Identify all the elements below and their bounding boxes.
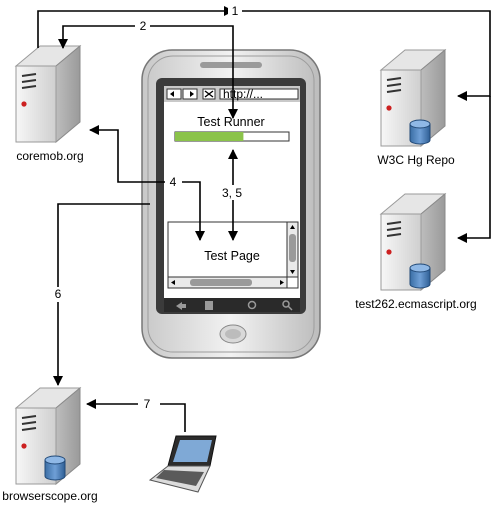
database-icon	[44, 455, 66, 481]
step-1-label: 1	[232, 4, 239, 18]
arrow-1-to-w3c	[233, 10, 491, 101]
arrow-1-to-coremob	[37, 6, 234, 48]
test-page-label: Test Page	[204, 249, 260, 263]
arrow-4-to-page	[182, 181, 205, 241]
step-35-label: 3, 5	[222, 186, 242, 200]
close-icon	[204, 90, 214, 98]
arrow-2-to-runner	[150, 25, 238, 119]
connectors	[37, 6, 491, 432]
arrow-2-to-coremob	[58, 25, 135, 49]
arrow-1-to-test262	[457, 96, 491, 243]
laptop-icon	[148, 435, 217, 493]
arrow-right-icon	[190, 91, 194, 97]
url-field[interactable]	[219, 88, 299, 100]
server-icon	[15, 45, 81, 143]
arrow-left-icon	[170, 91, 174, 97]
progress-fill	[175, 132, 244, 141]
step-4-label: 4	[170, 175, 177, 189]
progress-bar	[174, 131, 290, 142]
step-labels: 1 2 3, 5 4 6 7	[50, 4, 248, 411]
server-label-browserscope: browserscope.org	[2, 489, 97, 503]
database-icon	[409, 119, 431, 145]
test-runner-label: Test Runner	[197, 115, 264, 129]
step-6-label: 6	[55, 287, 62, 301]
arrow-4-to-coremob	[89, 125, 165, 183]
step-2-label: 2	[140, 19, 147, 33]
database-icon	[409, 263, 431, 289]
step-7-label: 7	[144, 397, 151, 411]
arrow-6-line	[57, 203, 150, 288]
url-text: http://...	[223, 87, 263, 101]
arrow-7-line	[160, 403, 186, 432]
server-label-coremob: coremob.org	[16, 149, 83, 163]
server-label-w3c: W3C Hg Repo	[377, 153, 455, 167]
server-label-test262: test262.ecmascript.org	[355, 297, 476, 311]
browser-toolbar: http://...	[164, 86, 300, 102]
